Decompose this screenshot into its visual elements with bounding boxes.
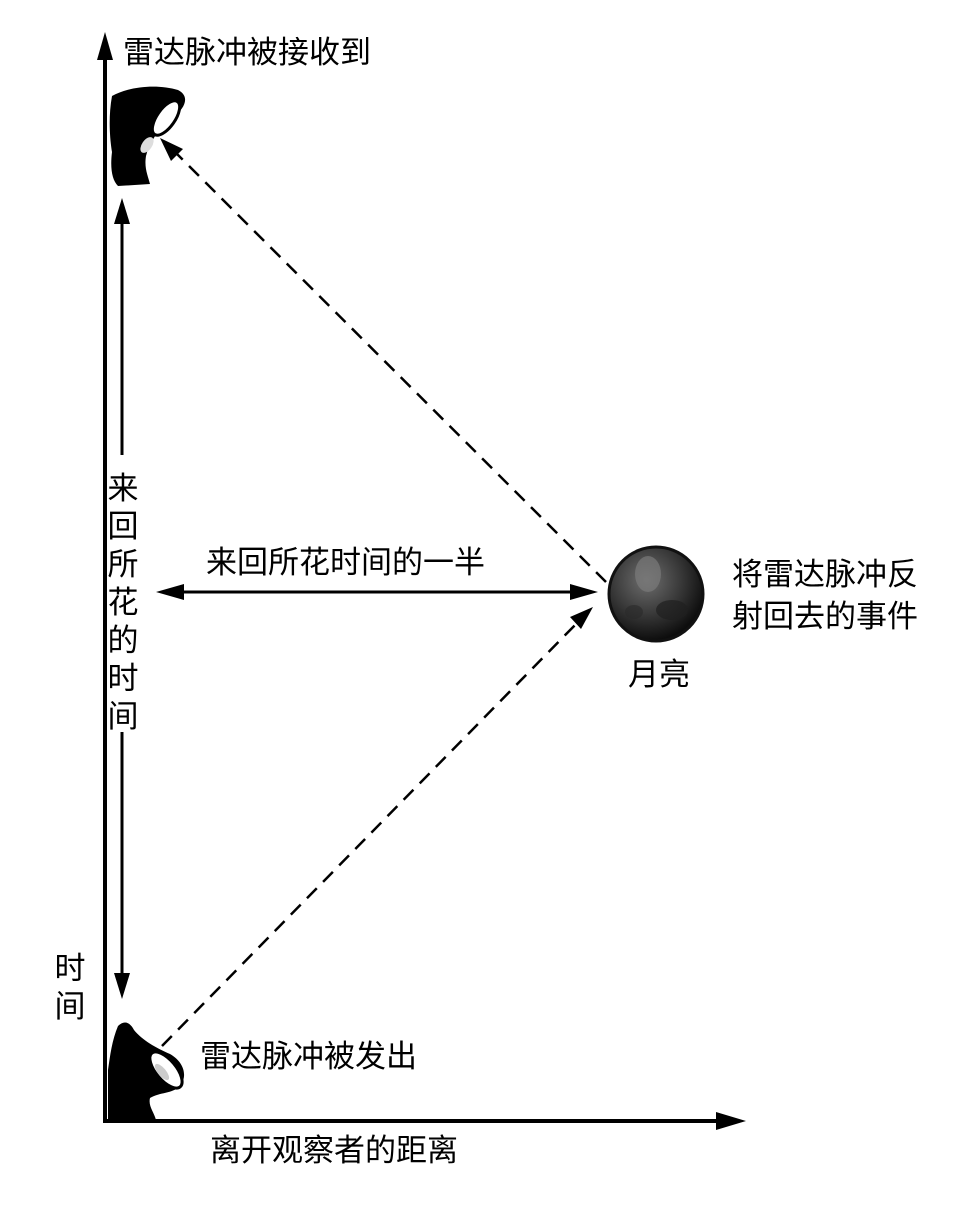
emitted-label: 雷达脉冲被发出 bbox=[200, 1039, 417, 1075]
returning-pulse-path bbox=[174, 151, 607, 583]
returning-pulse-arrowhead bbox=[160, 138, 183, 161]
half-trip-arrowhead-right bbox=[570, 584, 598, 600]
round-trip-arrowhead-up bbox=[114, 198, 130, 224]
distance-axis-arrowhead bbox=[716, 1112, 746, 1130]
moon-label: 月亮 bbox=[628, 657, 690, 693]
round-trip-arrowhead-down bbox=[114, 973, 130, 999]
received-label: 雷达脉冲被接收到 bbox=[123, 35, 371, 71]
half-trip-label: 来回所花时间的一半 bbox=[206, 545, 485, 581]
time-axis-label: 时间 bbox=[54, 951, 86, 1025]
reflection-event-line2: 射回去的事件 bbox=[732, 599, 918, 635]
round-trip-label: 来回所花的时间 bbox=[107, 471, 139, 735]
outgoing-pulse-path bbox=[161, 621, 579, 1047]
outgoing-pulse-arrowhead bbox=[570, 607, 593, 629]
reflection-event-line1: 将雷达脉冲反 bbox=[732, 557, 918, 593]
half-trip-arrowhead-left bbox=[156, 584, 184, 600]
moon-icon bbox=[607, 545, 705, 643]
radar-dish-icon bbox=[108, 1022, 185, 1120]
time-axis-arrowhead bbox=[97, 32, 113, 60]
radar-dish-icon bbox=[109, 86, 186, 186]
distance-axis-label: 离开观察者的距离 bbox=[210, 1133, 458, 1169]
